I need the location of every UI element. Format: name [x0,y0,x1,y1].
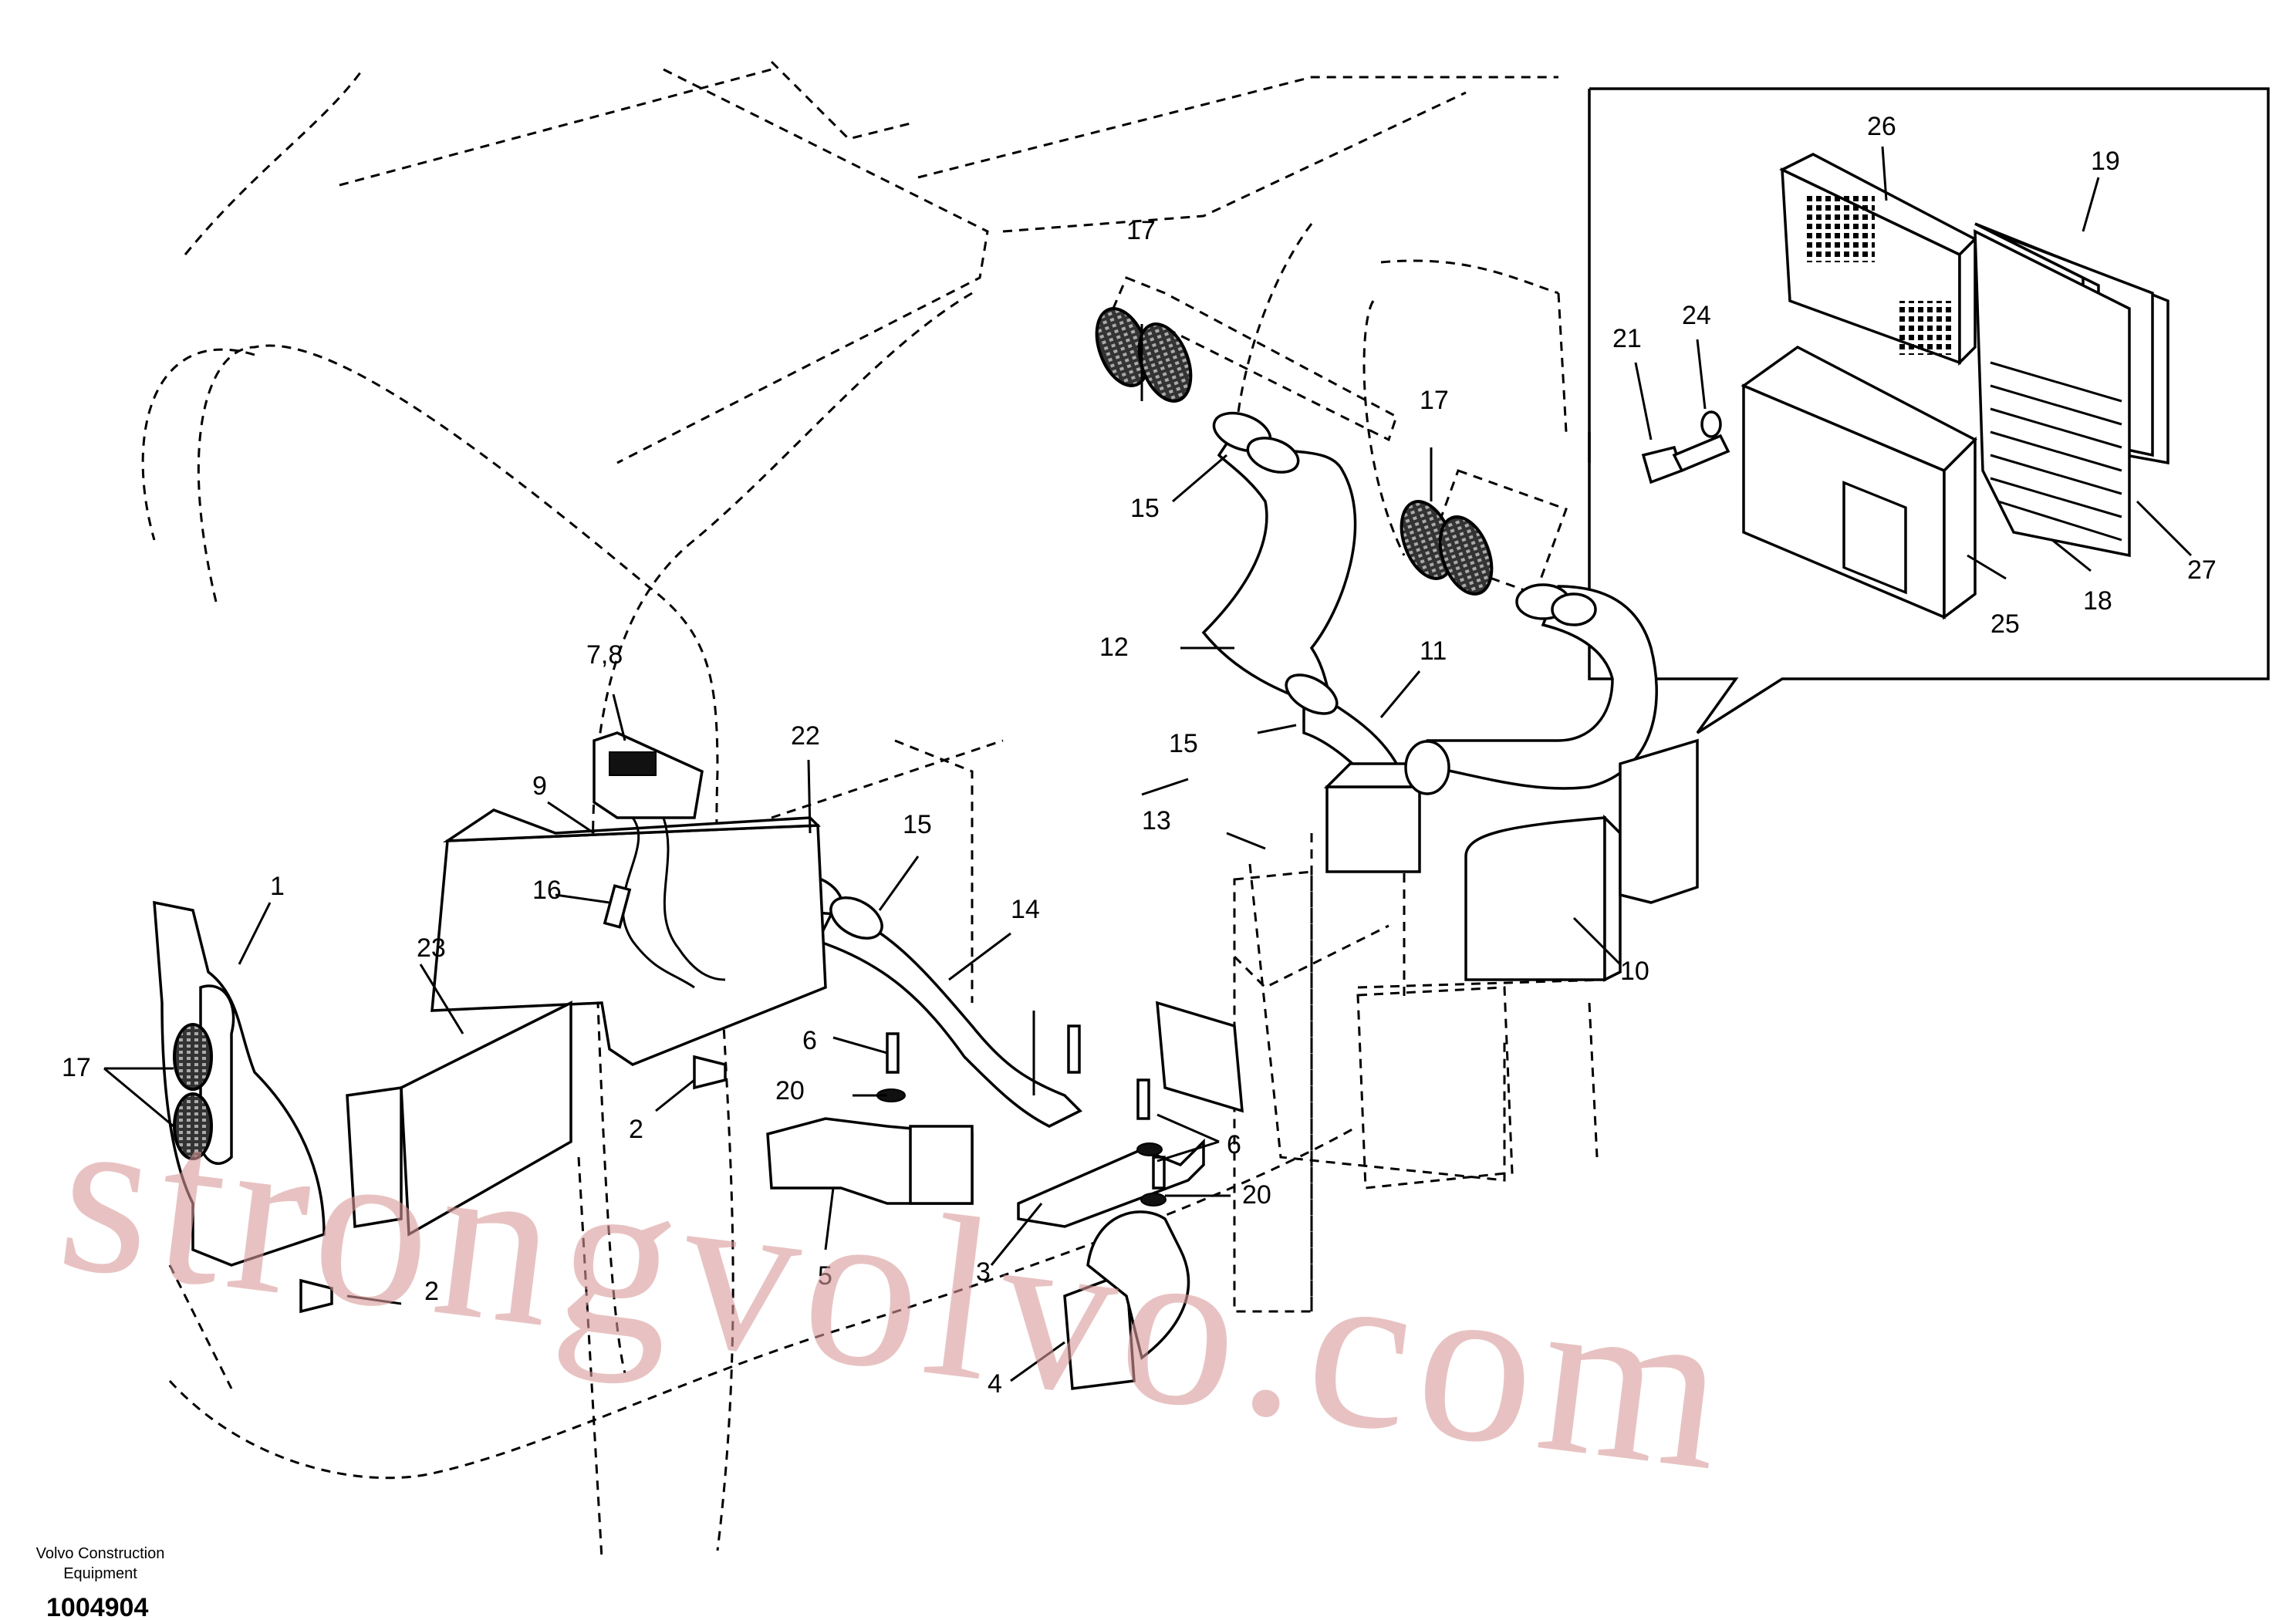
callout-14: 14 [1011,895,1040,924]
callout-1: 1 [270,872,285,901]
callout-4: 4 [988,1369,1002,1399]
callout-11: 11 [1420,636,1447,666]
callout-19: 19 [2091,147,2120,176]
company-line-2: Equipment [63,1565,137,1582]
callout-2-middle: 2 [629,1115,643,1144]
right-ducts [1233,738,1699,1313]
inset-filter-cover [1641,153,2169,620]
cab-outline [141,60,1606,1559]
callout-17-right: 17 [1420,386,1449,415]
callout-6-right: 6 [1227,1130,1241,1159]
callout-15-top: 15 [1130,494,1160,523]
center-ducts [766,874,1244,1390]
callout-2-lower: 2 [424,1277,439,1306]
callout-20-right: 20 [1242,1180,1271,1210]
callout-labels: 1 23 22 7,8 9 16 17 2 2 15 14 6 20 6 20 … [62,112,2217,1399]
callout-10: 10 [1620,957,1649,986]
callout-12: 12 [1099,633,1129,662]
company-line-1: Volvo Construction [36,1545,165,1562]
left-assembly [153,731,827,1314]
callout-20-left: 20 [775,1076,805,1105]
callout-25: 25 [1990,609,2020,639]
upper-vents [1095,276,1568,596]
callout-23: 23 [417,933,446,963]
callout-6-left: 6 [802,1026,817,1055]
callout-7-8: 7,8 [586,640,623,670]
callout-16: 16 [532,876,562,905]
callout-18: 18 [2083,586,2112,616]
callout-15-left: 15 [903,810,932,839]
callout-17-left: 17 [62,1053,91,1082]
leader-lines [103,146,2193,1382]
callout-27: 27 [2187,555,2217,585]
callout-22: 22 [791,721,820,751]
callout-15-middle: 15 [1169,729,1198,758]
callout-13: 13 [1142,806,1171,835]
drawing-number: 1004904 [46,1593,148,1620]
footer: Volvo Construction Equipment 1004904 [36,1545,165,1620]
callout-24: 24 [1682,301,1711,330]
callout-5: 5 [818,1261,832,1291]
callout-9: 9 [532,771,547,801]
callout-21: 21 [1612,324,1642,353]
callout-26: 26 [1867,112,1896,141]
callout-17-top: 17 [1126,216,1156,245]
duct-hoses [1201,411,1658,873]
callout-3: 3 [976,1257,991,1287]
